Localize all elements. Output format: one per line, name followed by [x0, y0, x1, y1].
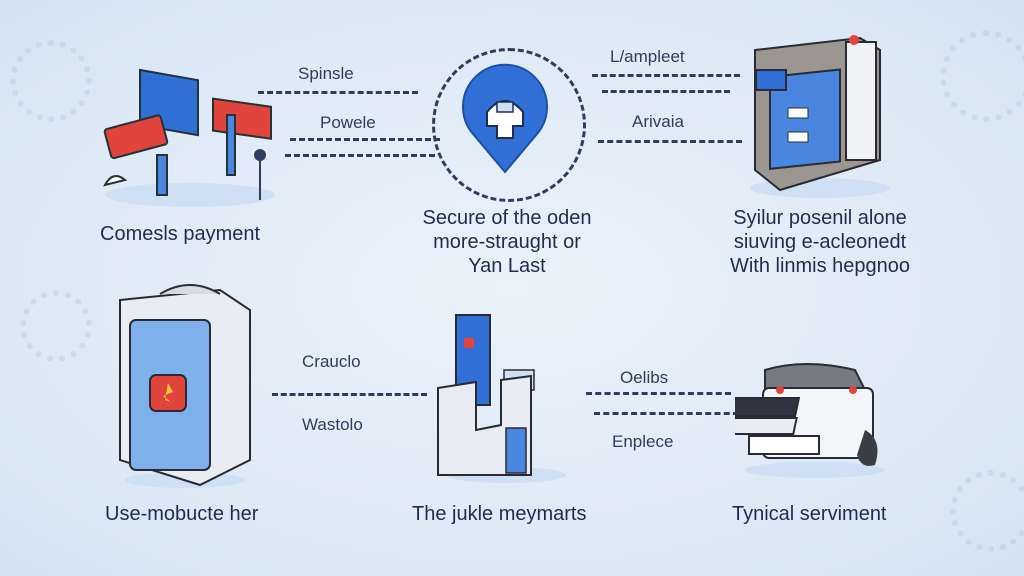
connector-line	[258, 91, 418, 94]
connector-line	[592, 74, 740, 77]
dashed-circle	[432, 48, 586, 202]
background-decoration	[20, 290, 92, 362]
connector-label: Arivaia	[632, 112, 684, 131]
connector-line	[598, 140, 742, 143]
card-reader-icon	[735, 363, 885, 478]
connector-label: Enplece	[612, 432, 674, 451]
connector-label: Crauclo	[302, 352, 361, 371]
caption-line: more-straught or	[433, 231, 581, 253]
caption-line: With linmis hepgnoo	[729, 255, 911, 277]
kiosk-machine-icon	[437, 314, 566, 483]
connector-line	[602, 90, 730, 93]
caption-line: siuving e-acleonedt	[733, 231, 907, 253]
connector-line	[290, 138, 440, 141]
background-decoration	[10, 40, 92, 122]
connector-line	[272, 393, 427, 396]
connector-line	[594, 412, 739, 415]
background-decoration	[940, 30, 1024, 122]
bottom-right-caption: Tynical serviment	[732, 503, 887, 525]
connector-label: Spinsle	[298, 64, 354, 83]
top-right-caption: Syilur posenil alone siuving e-acleonedt…	[690, 206, 950, 278]
top-left-caption: Comesls payment	[100, 223, 261, 245]
connector-label: Oelibs	[620, 368, 669, 387]
background-decoration	[950, 470, 1024, 552]
connector-label: Wastolo	[302, 415, 363, 434]
bottom-center-caption: The jukle meymarts	[412, 503, 587, 525]
caption-line: Secure of the oden	[422, 207, 592, 229]
payment-terminal-icon	[750, 35, 890, 198]
caption-line: Yan Last	[468, 255, 546, 277]
connector-label: Powele	[320, 113, 376, 132]
payment-signs-icon	[103, 68, 275, 207]
connector-label: L/ampleet	[610, 47, 685, 66]
top-center-caption: Secure of the oden more-straught or Yan …	[400, 206, 614, 278]
connector-line	[586, 392, 731, 395]
caption-line: Syilur posenil alone	[733, 207, 907, 229]
location-pin-shield-icon	[462, 63, 548, 174]
bottom-left-caption: Use-mobucte her	[105, 503, 259, 525]
mobile-device-icon	[119, 284, 251, 488]
connector-line	[285, 154, 435, 157]
